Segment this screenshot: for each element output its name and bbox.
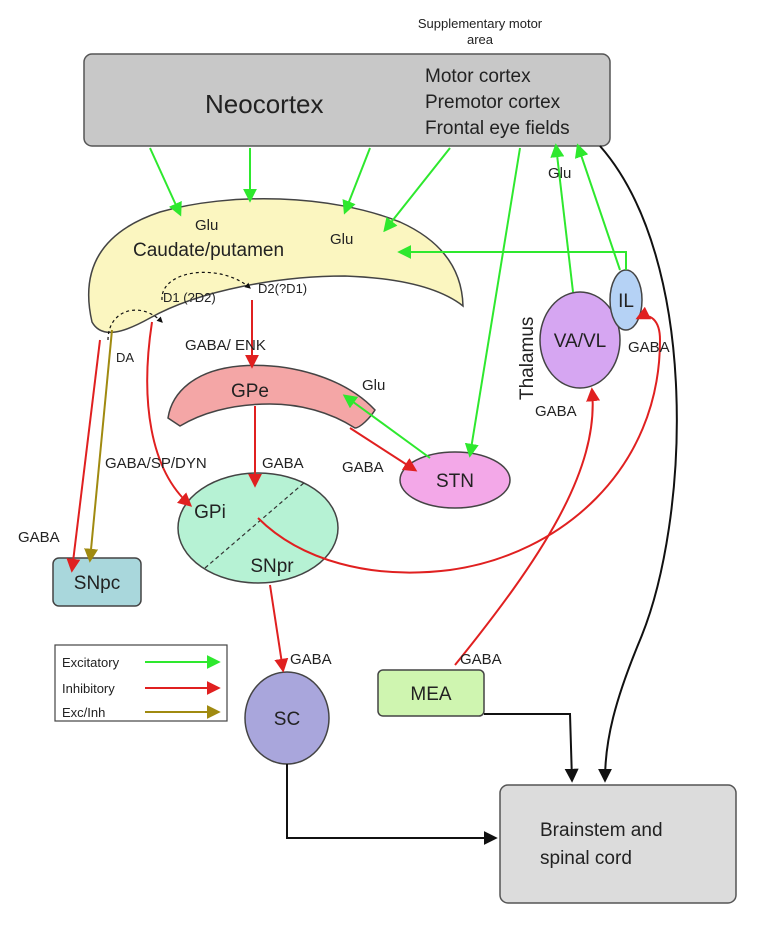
striatum-shape bbox=[88, 197, 464, 334]
brainstem-label-line2: spinal cord bbox=[540, 848, 632, 869]
sma-label-line1: Supplementary motor bbox=[418, 16, 543, 31]
gaba-stn-label: GABA bbox=[342, 459, 384, 476]
brainstem-box bbox=[499, 784, 737, 904]
mea-label: MEA bbox=[410, 684, 452, 705]
da-label: DA bbox=[116, 350, 134, 365]
neocortex-box bbox=[83, 53, 611, 147]
gpi-label: GPi bbox=[194, 502, 226, 523]
excitatory-arrows bbox=[149, 143, 627, 459]
sma-label-line2: area bbox=[467, 32, 494, 47]
vavl-label: VA/VL bbox=[554, 331, 606, 352]
striatum-glu-left: Glu bbox=[195, 217, 218, 234]
glu-stn-label: Glu bbox=[362, 377, 385, 394]
exc-inh-arrow bbox=[84, 329, 113, 563]
striatum-glu-right: Glu bbox=[330, 231, 353, 248]
stn-ellipse bbox=[399, 451, 511, 509]
thalamus-label: Thalamus bbox=[517, 317, 538, 400]
legend-exc-inh-label: Exc/Inh bbox=[62, 705, 105, 720]
gpe-label: GPe bbox=[231, 381, 269, 402]
inhibitory-arrows bbox=[66, 300, 662, 673]
gaba-enk-label: GABA/ ENK bbox=[185, 337, 266, 354]
legend-inhibitory-label: Inhibitory bbox=[62, 681, 115, 696]
neocortex-title: Neocortex bbox=[205, 89, 324, 119]
gaba-vavl-label: GABA bbox=[535, 403, 577, 420]
motor-cortex-label: Motor cortex bbox=[425, 66, 531, 87]
gpe-shape bbox=[167, 364, 376, 429]
legend bbox=[54, 644, 228, 722]
frontal-eye-fields-label: Frontal eye fields bbox=[425, 118, 570, 139]
brainstem-label-line1: Brainstem and bbox=[540, 820, 663, 841]
d1-label: D1 (?D2) bbox=[163, 290, 216, 305]
legend-excitatory-label: Excitatory bbox=[62, 655, 120, 670]
il-label: IL bbox=[618, 291, 634, 312]
snpr-label: SNpr bbox=[250, 556, 294, 577]
premotor-cortex-label: Premotor cortex bbox=[425, 92, 561, 113]
snpc-label: SNpc bbox=[74, 573, 120, 594]
gaba-sc-label: GABA bbox=[290, 651, 332, 668]
gaba-sp-dyn-label: GABA/SP/DYN bbox=[105, 455, 207, 472]
gaba-mea-label: GABA bbox=[460, 651, 502, 668]
output-arrows bbox=[286, 145, 678, 845]
vavl-ellipse bbox=[539, 291, 621, 389]
gaba-snpc-label: GABA bbox=[18, 529, 60, 546]
d2-label: D2(?D1) bbox=[258, 281, 307, 296]
gaba-il-label: GABA bbox=[628, 339, 670, 356]
gaba-gpe-gpi-label: GABA bbox=[262, 455, 304, 472]
dopamine-dotted-arrows bbox=[107, 271, 251, 341]
striatum-title: Caudate/putamen bbox=[133, 240, 284, 261]
gpi-snpr-ellipse bbox=[177, 472, 339, 584]
stn-label: STN bbox=[436, 471, 474, 492]
glu-label-top: Glu bbox=[548, 165, 571, 182]
mea-box bbox=[377, 669, 485, 717]
sc-label: SC bbox=[274, 709, 300, 730]
